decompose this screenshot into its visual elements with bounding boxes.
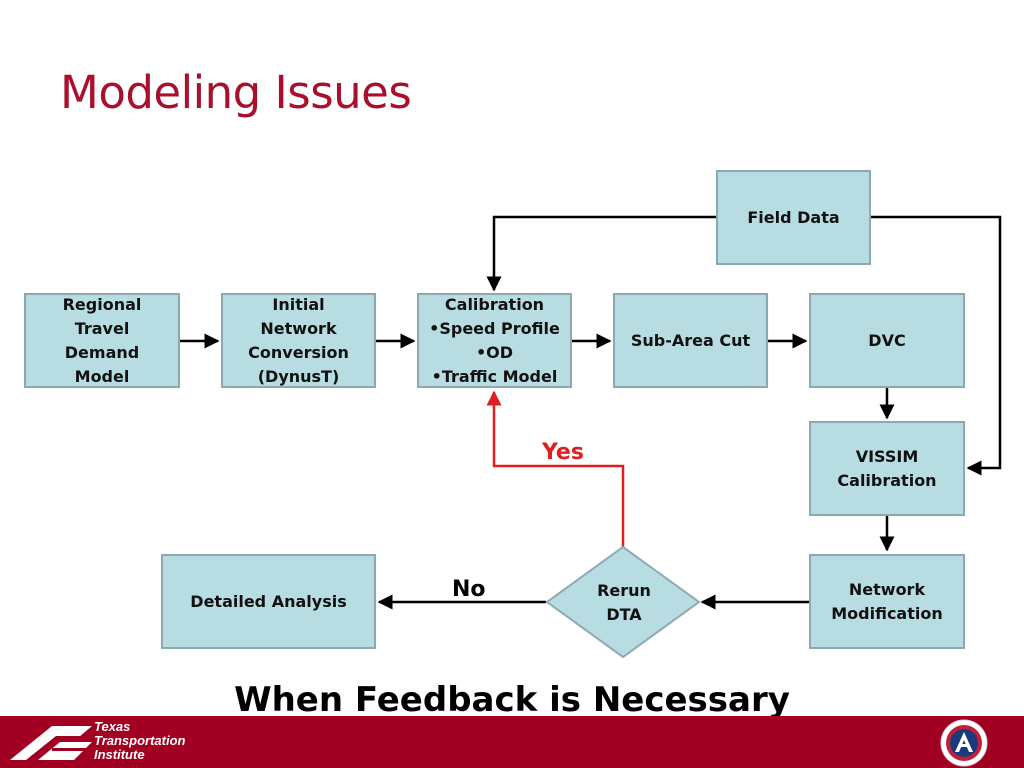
tti-org-name: Texas Transportation Institute xyxy=(94,719,186,762)
node-detailed-label: Detailed Analysis xyxy=(190,591,347,611)
node-detailed-analysis: Detailed Analysis xyxy=(161,554,376,649)
node-network-modification: Network Modification xyxy=(809,554,965,649)
university-seal-icon xyxy=(940,719,988,767)
node-subarea-label: Sub-Area Cut xyxy=(630,330,751,350)
node-initial-network-conversion: Initial Network Conversion (DynusT) xyxy=(221,293,376,388)
node-regional-label: Regional Travel Demand Model xyxy=(62,294,142,386)
node-vissim-calibration: VISSIM Calibration xyxy=(809,421,965,516)
arrow-field-to-vissim xyxy=(870,215,1002,476)
node-rerun-dta-label: Rerun DTA xyxy=(597,581,651,624)
node-sub-area-cut: Sub-Area Cut xyxy=(613,293,768,388)
node-dvc: DVC xyxy=(809,293,965,388)
node-field-data: Field Data xyxy=(716,170,871,265)
arrow-rerun-to-calibration xyxy=(486,390,625,547)
node-vissim-label: VISSIM Calibration xyxy=(837,446,937,490)
tti-logo-icon xyxy=(10,726,92,760)
node-calibration-label: Calibration •Speed Profile •OD •Traffic … xyxy=(429,294,560,386)
edge-label-no: No xyxy=(452,577,486,602)
node-calibration: Calibration •Speed Profile •OD •Traffic … xyxy=(417,293,572,388)
node-regional-travel-demand-model: Regional Travel Demand Model xyxy=(24,293,180,388)
node-initial-label: Initial Network Conversion (DynusT) xyxy=(248,294,349,386)
node-dvc-label: DVC xyxy=(868,330,906,350)
node-netmod-label: Network Modification xyxy=(831,579,943,623)
arrow-field-to-calibration xyxy=(486,215,716,292)
slide-subtitle: When Feedback is Necessary xyxy=(234,680,790,720)
rerun-diamond xyxy=(545,545,701,659)
footer-bar xyxy=(0,716,1024,768)
page-title: Modeling Issues xyxy=(60,66,412,119)
edge-label-yes: Yes xyxy=(542,440,584,465)
node-field-data-label: Field Data xyxy=(747,207,840,227)
